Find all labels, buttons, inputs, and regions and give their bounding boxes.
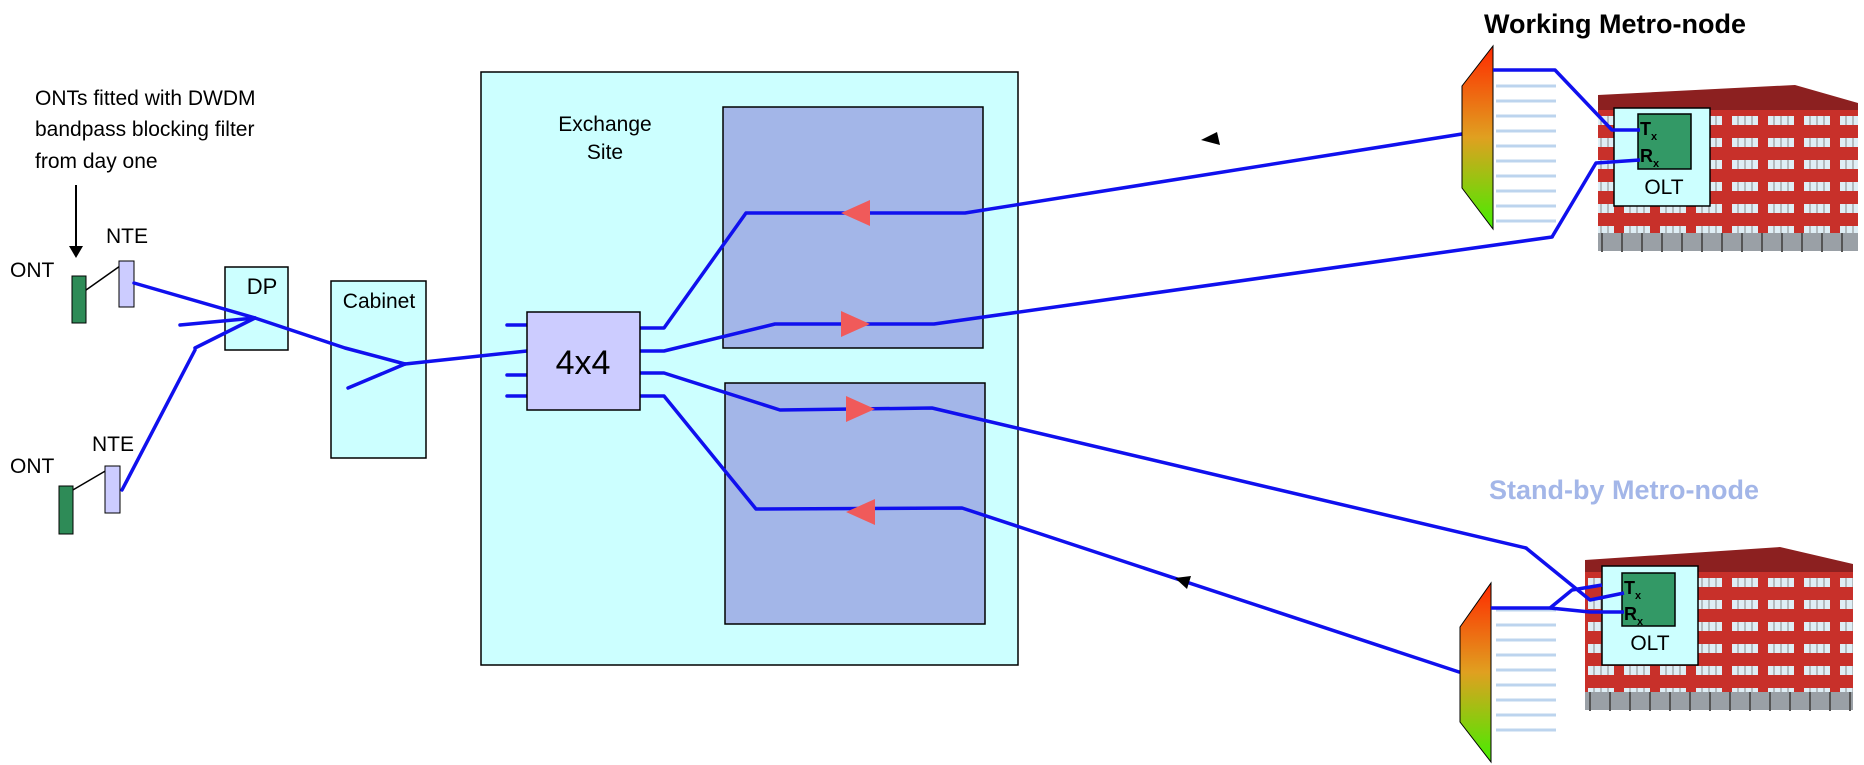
cabinet-label: Cabinet: [343, 290, 416, 313]
nte-device-1: [118, 260, 135, 308]
fiber-links: [120, 132, 1554, 674]
olt-label-standby: OLT: [1630, 632, 1669, 655]
nte-label-2: NTE: [92, 433, 134, 456]
ont-device-2: [58, 485, 74, 535]
working-node-title: Working Metro-node: [1484, 9, 1746, 39]
ont-label-2: ONT: [10, 455, 55, 478]
nte-device-2: [104, 465, 121, 514]
annotation-line-3: from day one: [35, 150, 158, 173]
rx-label-standby: Rx: [1624, 604, 1644, 628]
splitter-4x4: [526, 311, 641, 411]
tx-rx-box-working: [1637, 113, 1692, 170]
demux-channels-working: [1496, 84, 1556, 223]
dp-label: DP: [247, 274, 278, 299]
standby-node-title: Stand-by Metro-node: [1489, 475, 1759, 505]
small-arrow-standby: [1175, 576, 1191, 589]
fiber-standby-node: [1491, 546, 1625, 614]
annotation-line-1: ONTs fitted with DWDM: [35, 87, 256, 110]
arrow-upstream-working: [841, 200, 870, 226]
annotation-line-2: bandpass blocking filter: [35, 118, 254, 141]
cabinet-box: [330, 280, 427, 459]
nte-label-1: NTE: [106, 225, 148, 248]
tx-label-standby: Tx: [1624, 578, 1642, 602]
exchange-site-label-1: Exchange: [558, 113, 651, 136]
arrow-downstream-working: [841, 311, 870, 337]
ont-device-1: [71, 275, 87, 324]
splitter-label: 4x4: [556, 344, 611, 382]
exchange-site-label-2: Site: [587, 141, 623, 164]
demux-working: [1461, 44, 1494, 231]
demux-channels-standby: [1496, 608, 1556, 732]
rx-label-working: Rx: [1640, 146, 1660, 170]
ont-label-1: ONT: [10, 259, 55, 282]
tx-rx-box-standby: [1621, 572, 1676, 627]
tx-label-working: Tx: [1640, 119, 1658, 143]
annotation-arrow: [69, 185, 83, 258]
small-arrow-working: [1201, 132, 1220, 145]
dp-box: [224, 266, 289, 351]
fiber-working-node: [1493, 68, 1641, 238]
demux-standby: [1459, 581, 1492, 764]
arrow-downstream-standby: [846, 396, 875, 422]
arrow-upstream-standby: [846, 499, 875, 525]
upper-panel: [722, 106, 984, 349]
olt-label-working: OLT: [1644, 176, 1683, 199]
lower-panel: [724, 382, 986, 625]
